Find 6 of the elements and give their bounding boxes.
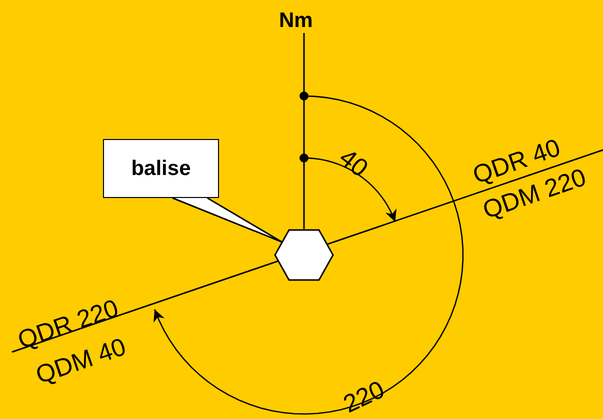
- angle-value: 40: [334, 145, 372, 182]
- north-label: Nm: [279, 10, 313, 31]
- callout-box: [103, 139, 219, 198]
- beacon-hexagon: [274, 229, 334, 281]
- angle-value: 220: [340, 377, 388, 418]
- callout-text: balise: [131, 156, 191, 180]
